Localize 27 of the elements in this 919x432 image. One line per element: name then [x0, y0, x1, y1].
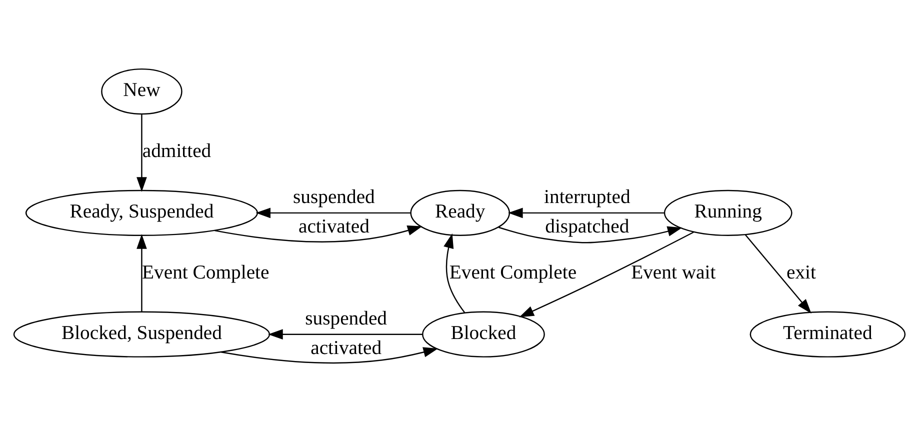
edge-label: Event Complete: [142, 261, 270, 284]
arrow: [444, 233, 466, 313]
edge-label: exit: [786, 261, 816, 284]
arrow: [256, 208, 410, 218]
edge-label: activated: [298, 215, 370, 238]
node-ellipse: Ready, Suspended: [25, 190, 258, 236]
edge-label: suspended: [305, 307, 388, 330]
node-ellipse: Terminated: [750, 311, 906, 358]
arrow: [136, 234, 147, 312]
arrow: [136, 114, 147, 192]
node-ellipse: New: [101, 68, 182, 115]
edge-label: Event wait: [631, 261, 716, 284]
arrow: [214, 225, 422, 242]
node-ellipse: Blocked, Suspended: [13, 311, 270, 358]
edge-label: admitted: [142, 140, 212, 162]
edge-label: interrupted: [544, 186, 630, 208]
edge-label: Event Complete: [449, 261, 577, 284]
arrow: [744, 234, 812, 314]
arrow: [268, 329, 423, 340]
arrow: [498, 226, 682, 244]
edge-label: dispatched: [545, 215, 630, 238]
arrow: [519, 232, 694, 318]
arrow: [508, 208, 664, 218]
arrow: [221, 347, 438, 364]
edge-label: suspended: [293, 186, 375, 208]
node-ellipse: Ready: [410, 190, 510, 236]
edge-label: activated: [310, 336, 382, 359]
